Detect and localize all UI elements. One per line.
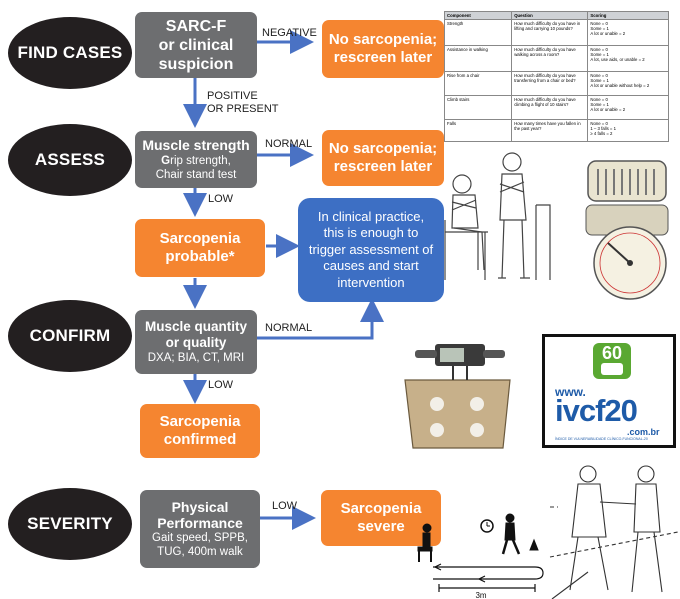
table-cell: How much difficulty do you have transfer… [511, 71, 589, 96]
physical-performance-tests: TUG, 400m walk [157, 546, 243, 558]
sarcopenia-probable-line: Sarcopenia [159, 230, 241, 247]
scoring-table: Component Question Scoring Strength How … [443, 11, 669, 142]
walking-test-illustration [549, 465, 679, 599]
sarc-f-line: or clinical [158, 36, 234, 54]
table-header-row: Component Question Scoring [443, 11, 669, 20]
table-header: Question [511, 11, 589, 20]
ivcf20-logo: 60 www. ivcf20 .com.br ÍNDICE DE VULNERA… [542, 334, 676, 448]
table-cell: Assistance in walking [443, 45, 513, 72]
table-cell: None = 0 Some = 1 A lot, use aids, or un… [587, 45, 669, 72]
clinical-practice-line: In clinical practice, [317, 208, 425, 224]
sarcopenia-confirmed-line: Sarcopenia [159, 413, 241, 430]
sarc-f-scoring-table: Component Question Scoring Strength How … [443, 11, 669, 142]
positive-label-line: OR PRESENT [207, 103, 279, 115]
clinical-practice-line: causes and start [323, 258, 419, 274]
table-row: Climb stairs How much difficulty do you … [443, 95, 669, 120]
physical-performance-tests: Gait speed, SPPB, [152, 532, 248, 544]
logo-www: www. [555, 385, 586, 399]
sarcopenia-severe-line: severe [357, 518, 405, 535]
clinical-practice-box: In clinical practice, this is enough to … [298, 198, 444, 302]
table-cell: None = 0 Some = 1 A lot or unable withou… [587, 71, 669, 96]
table-row: Falls How many times have you fallen in … [443, 119, 669, 142]
table-cell: Falls [443, 119, 513, 142]
logo-tld: .com.br [627, 427, 660, 437]
muscle-quantity-box: Muscle quantity or quality DXA; BIA, CT,… [135, 310, 257, 374]
bia-scale-illustration [404, 344, 511, 449]
table-cell: Rise from a chair [443, 71, 513, 96]
table-row: Rise from a chair How much difficulty do… [443, 71, 669, 96]
clinical-practice-line: intervention [337, 274, 405, 290]
logo-badge-text: 60 [601, 343, 623, 363]
no-sarcopenia-line: rescreen later [333, 49, 433, 66]
table-cell: How much difficulty do you have in lifti… [511, 19, 589, 46]
sarcopenia-confirmed-line: confirmed [163, 431, 237, 448]
no-sarcopenia-line: rescreen later [333, 158, 433, 175]
sarcopenia-probable-box: Sarcopenia probable* [135, 219, 265, 277]
table-cell: Strength [443, 19, 513, 46]
stage-confirm-label: CONFIRM [29, 326, 111, 345]
table-header: Scoring [587, 11, 669, 20]
stage-severity-label: SEVERITY [27, 514, 113, 533]
table-cell: None = 0 Some = 1 A lot or unable = 2 [587, 95, 669, 120]
muscle-quantity-methods: DXA; BIA, CT, MRI [147, 351, 245, 364]
no-sarcopenia-line: No sarcopenia; [328, 31, 438, 48]
sarcopenia-probable-line: probable* [165, 248, 235, 265]
logo-tagline: ÍNDICE DE VULNERABILIDADE CLÍNICO-FUNCIO… [555, 437, 648, 441]
sarcopenia-severe-box: Sarcopenia severe [321, 490, 441, 546]
normal-label-2: NORMAL [265, 322, 313, 334]
muscle-strength-box: Muscle strength Grip strength, Chair sta… [135, 131, 257, 188]
tug-test-illustration: 3m [417, 513, 544, 599]
low-label-3: LOW [272, 500, 298, 512]
sarcopenia-confirmed-box: Sarcopenia confirmed [140, 404, 260, 458]
positive-label: POSITIVE OR PRESENT [207, 90, 279, 116]
stage-find-cases-label: FIND CASES [17, 43, 123, 62]
low-label-1: LOW [208, 193, 234, 205]
clinical-practice-line: this is enough to [323, 225, 419, 241]
physical-performance-title: Physical [171, 499, 229, 515]
table-row: Assistance in walking How much difficult… [443, 45, 669, 72]
negative-label: NEGATIVE [262, 27, 317, 39]
muscle-quantity-title: or quality [165, 334, 227, 350]
grip-strength-rest: rip strength, [170, 155, 231, 167]
logo-badge-figures-icon [601, 363, 623, 375]
walk-distance-label: 3m [475, 591, 486, 599]
positive-label-line: POSITIVE [207, 90, 258, 102]
table-header: Component [443, 11, 513, 20]
table-cell: None = 0 1 – 3 falls = 1 ≥ 4 falls = 2 [587, 119, 669, 142]
stage-find-cases: FIND CASES [8, 17, 132, 89]
no-sarcopenia-line: No sarcopenia; [328, 140, 438, 157]
no-sarcopenia-box-1: No sarcopenia; rescreen later [322, 20, 444, 78]
normal-label-1: NORMAL [265, 138, 313, 150]
stage-assess: ASSESS [8, 124, 132, 196]
muscle-strength-title: Muscle strength [142, 137, 250, 153]
table-cell: How much difficulty do you have climbing… [511, 95, 589, 120]
no-sarcopenia-box-2: No sarcopenia; rescreen later [322, 130, 444, 186]
physical-performance-title: Performance [157, 515, 243, 531]
dynamometer-illustration [585, 160, 669, 300]
stage-assess-label: ASSESS [34, 150, 106, 169]
table-row: Strength How much difficulty do you have… [443, 19, 669, 46]
physical-performance-box: Physical Performance Gait speed, SPPB, T… [140, 490, 260, 568]
muscle-quantity-title: Muscle quantity [144, 318, 247, 334]
table-cell: How many times have you fallen in the pa… [511, 119, 589, 142]
table-cell: Climb stairs [443, 95, 513, 120]
chair-stand-illustration [444, 152, 551, 280]
grip-strength-initial: G [161, 155, 171, 167]
chair-stand-test: Chair stand test [155, 169, 237, 181]
sarcopenia-severe-line: Sarcopenia [340, 500, 422, 517]
stage-confirm: CONFIRM [8, 300, 132, 372]
clinical-practice-line: trigger assessment of [308, 241, 434, 257]
sarc-f-box: SARC-F or clinical suspicion [135, 12, 257, 78]
sarc-f-line: suspicion [158, 55, 234, 73]
table-cell: None = 0 Some = 1 A lot or unable = 2 [587, 19, 669, 46]
stage-severity: SEVERITY [8, 488, 132, 560]
sarc-f-line: SARC-F [165, 17, 227, 35]
low-label-2: LOW [208, 379, 234, 391]
table-cell: How much difficulty do you have walking … [511, 45, 589, 72]
logo-name: ivcf20 [555, 393, 638, 428]
